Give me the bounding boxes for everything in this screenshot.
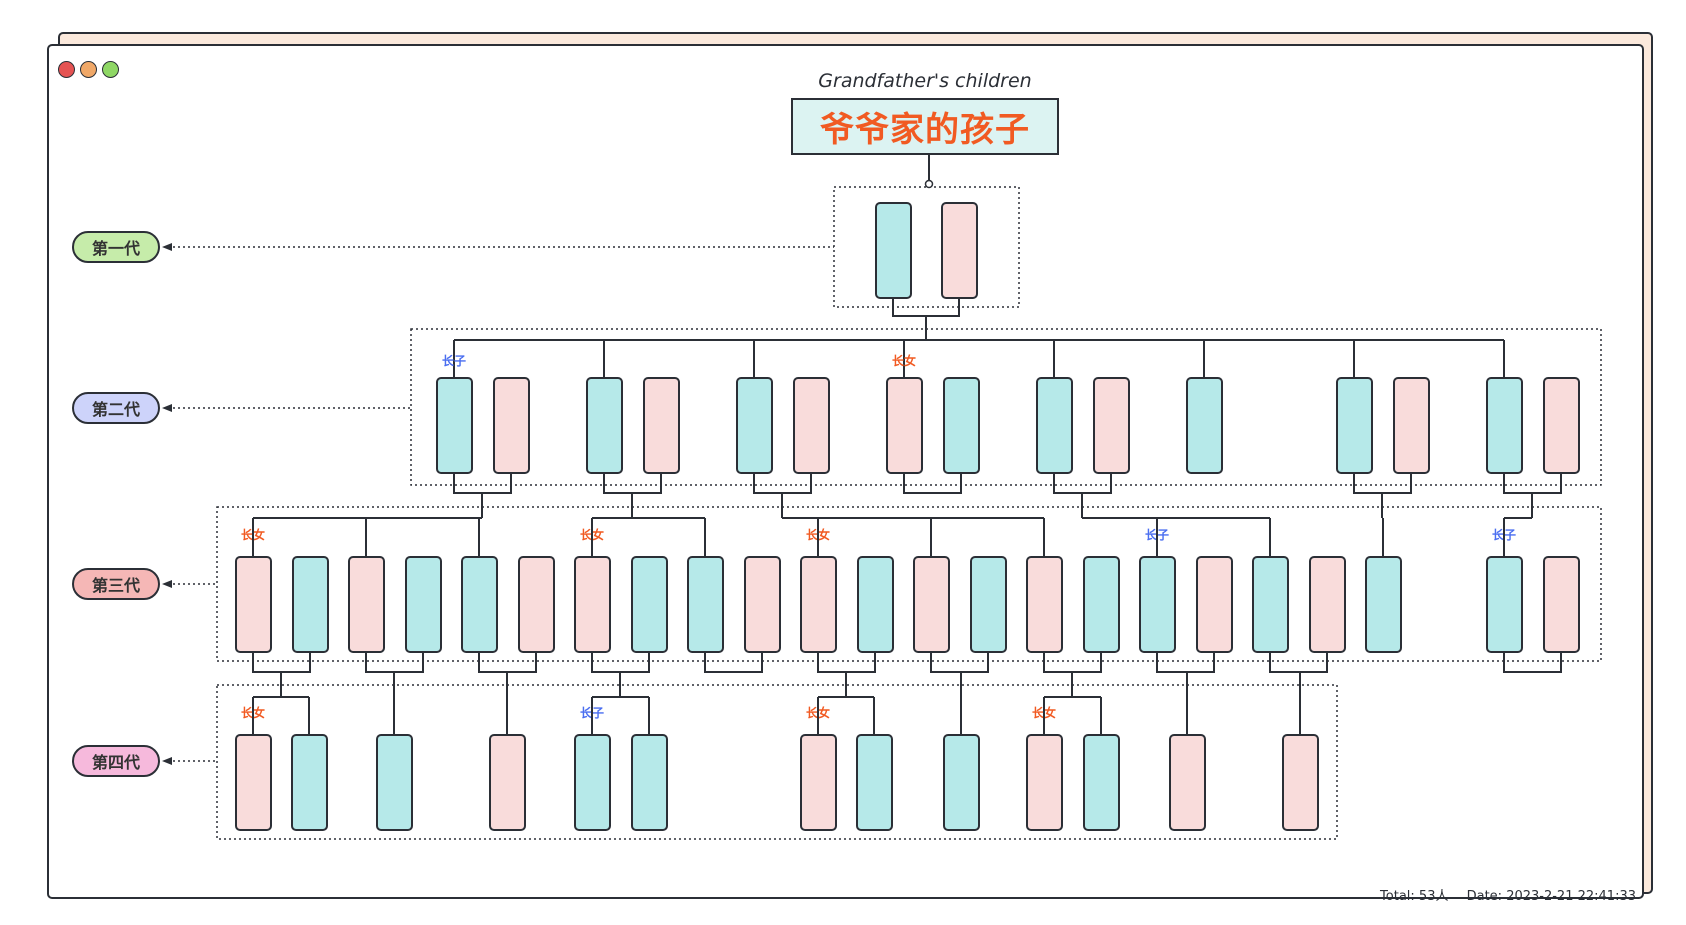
gen2-couple-line [1503, 473, 1562, 494]
gen3-to-gen4-drop [1185, 671, 1188, 735]
gen3-person [687, 556, 724, 653]
gen3-to-gen4-drop [959, 671, 962, 735]
gen3-couple-line [930, 652, 989, 673]
gen3-spouse [292, 556, 329, 653]
gen4-person [235, 734, 272, 831]
generation-label-1: 第一代 [72, 231, 160, 263]
gen2-couple-line [603, 473, 662, 494]
gen4-person [574, 734, 611, 831]
gen3-person [913, 556, 950, 653]
generation-3-group [216, 506, 1602, 662]
total-count: Total: 53人 [1380, 889, 1449, 904]
gen3-to-gen4-drop [1298, 671, 1301, 735]
gen2-person [436, 377, 473, 474]
gen4-pointer-head [162, 757, 172, 765]
gen2-pointer-head [162, 404, 172, 412]
gen4-person [291, 734, 328, 831]
gen3-person [1026, 556, 1063, 653]
eldest_daughter-tag: 长女 [892, 353, 916, 368]
gen3-couple-line [1503, 652, 1562, 673]
gen4-person [489, 734, 526, 831]
gen2-spouse [1093, 377, 1130, 474]
gen4-person [943, 734, 980, 831]
gen3-spouse [631, 556, 668, 653]
generation-label-3: 第三代 [72, 568, 160, 600]
gen3-person [348, 556, 385, 653]
gen3-couple-line [478, 652, 537, 673]
gen3-spouse [744, 556, 781, 653]
gen2-person [1186, 377, 1223, 474]
gen3-couple-line [1269, 652, 1328, 673]
generation-4-group [216, 684, 1338, 840]
gen2-person [736, 377, 773, 474]
gen3-person [1486, 556, 1523, 653]
gen2-couple-line [1053, 473, 1112, 494]
gen3-spouse [857, 556, 894, 653]
close-button[interactable] [58, 61, 75, 78]
gen3-person [1252, 556, 1289, 653]
gen2-spouse [1543, 377, 1580, 474]
diagram-title: 爷爷家的孩子 [791, 98, 1059, 155]
gen2-spouse [943, 377, 980, 474]
gen2-spouse [793, 377, 830, 474]
eldest_son-tag: 长子 [442, 353, 466, 368]
gen3-spouse [518, 556, 555, 653]
gen2-spouse [643, 377, 680, 474]
gen4-person [1026, 734, 1063, 831]
gen4-person [1083, 734, 1120, 831]
gen3-spouse [1083, 556, 1120, 653]
gen1-grandmother [941, 202, 978, 299]
gen3-spouse [970, 556, 1007, 653]
gen2-person [1336, 377, 1373, 474]
gen3-pointer-head [162, 580, 172, 588]
generation-label-2: 第二代 [72, 392, 160, 424]
gen3-spouse [405, 556, 442, 653]
gen4-person [856, 734, 893, 831]
gen4-person [1169, 734, 1206, 831]
maximize-button[interactable] [102, 61, 119, 78]
gen3-person [800, 556, 837, 653]
gen4-person [1282, 734, 1319, 831]
gen4-person [800, 734, 837, 831]
generation-2-group [410, 328, 1602, 486]
gen3-spouse [1196, 556, 1233, 653]
gen3-spouse [1543, 556, 1580, 653]
gen2-person [586, 377, 623, 474]
gen3-couple-line [1156, 652, 1215, 673]
gen2-spouse [1393, 377, 1430, 474]
gen3-couple-line [817, 652, 876, 673]
footer-status: Total: 53人 Date: 2023-2-21 22:41:33 [1366, 885, 1636, 904]
date-stamp: Date: 2023-2-21 22:41:33 [1466, 889, 1636, 904]
gen3-person [461, 556, 498, 653]
gen3-couple-line [591, 652, 650, 673]
gen4-person [631, 734, 668, 831]
gen2-spouse [493, 377, 530, 474]
gen2-couple-line [753, 473, 812, 494]
gen2-person [1036, 377, 1073, 474]
gen3-person [574, 556, 611, 653]
gen3-couple-line [704, 652, 763, 673]
gen3-person [1139, 556, 1176, 653]
title-anchor [924, 179, 934, 189]
gen1-pointer-head [162, 243, 172, 251]
gen3-person [235, 556, 272, 653]
gen3-spouse [1309, 556, 1346, 653]
gen1-grandfather [875, 202, 912, 299]
gen2-person [886, 377, 923, 474]
gen3-couple-line [1043, 652, 1102, 673]
diagram-subtitle: Grandfather's children [818, 70, 1032, 92]
gen4-person [376, 734, 413, 831]
gen2-couple-line [1353, 473, 1412, 494]
gen2-couple-line [453, 473, 512, 494]
gen2-person [1486, 377, 1523, 474]
gen3-person [1365, 556, 1402, 653]
generation-label-4: 第四代 [72, 745, 160, 777]
gen3-couple-line [365, 652, 424, 673]
generation-1-group [833, 186, 1020, 308]
minimize-button[interactable] [80, 61, 97, 78]
gen3-couple-line [252, 652, 311, 673]
gen2-couple-line [903, 473, 962, 494]
